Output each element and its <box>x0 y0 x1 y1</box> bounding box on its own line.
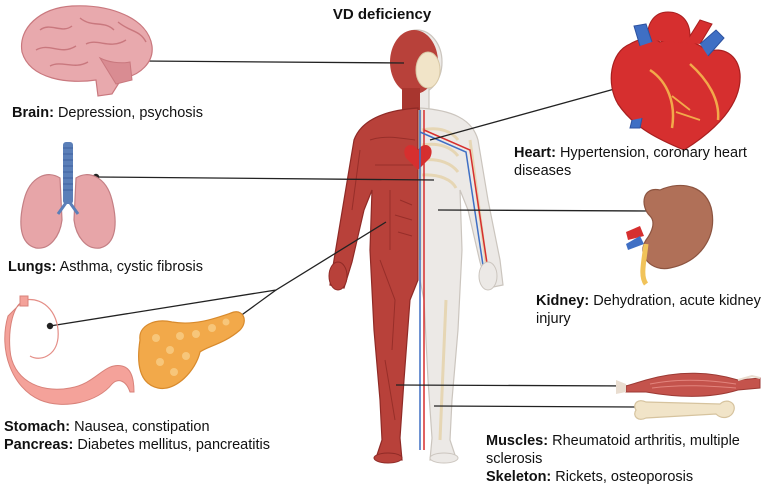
connector-heart <box>430 85 629 140</box>
connector-skeleton <box>434 406 638 407</box>
organ-name-pancreas: Pancreas: <box>4 437 73 453</box>
organ-name-brain: Brain: <box>12 105 54 121</box>
stomach-icon <box>5 296 134 404</box>
label-skeleton: Skeleton: Rickets, osteoporosis <box>486 468 764 486</box>
conditions-muscles-line-2: sclerosis <box>486 451 542 467</box>
label-kidney: Kidney: Dehydration, acute kidney injury <box>536 292 764 328</box>
organ-name-kidney: Kidney: <box>536 293 589 309</box>
conditions-heart-line-2: diseases <box>514 163 571 179</box>
heart-icon <box>611 12 740 150</box>
conditions-brain: Depression, psychosis <box>58 105 203 121</box>
organ-name-lungs: Lungs: <box>8 259 56 275</box>
conditions-heart: Hypertension, coronary heart <box>560 145 747 161</box>
conditions-pancreas: Diabetes mellitus, pancreatitis <box>77 437 270 453</box>
conditions-skeleton: Rickets, osteoporosis <box>555 469 693 485</box>
connector-brain <box>142 61 404 63</box>
organ-name-skeleton: Skeleton: <box>486 469 551 485</box>
kidney-icon <box>626 185 713 284</box>
conditions-stomach: Nausea, constipation <box>74 419 209 435</box>
label-lungs: Lungs: Asthma, cystic fibrosis <box>8 258 203 276</box>
conditions-muscles: Rheumatoid arthritis, multiple <box>552 433 740 449</box>
muscle-icon <box>616 373 760 396</box>
human-body-illustration <box>329 30 503 463</box>
label-pancreas: Pancreas: Diabetes mellitus, pancreatiti… <box>4 436 270 454</box>
organ-name-muscles: Muscles: <box>486 433 548 449</box>
label-brain: Brain: Depression, psychosis <box>12 104 203 122</box>
label-heart: Heart: Hypertension, coronary heart dise… <box>514 144 764 180</box>
label-stomach: Stomach: Nausea, constipation <box>4 418 210 436</box>
pancreas-icon <box>139 312 245 389</box>
conditions-kidney: Dehydration, acute kidney <box>593 293 761 309</box>
conditions-kidney-line-2: injury <box>536 311 571 327</box>
conditions-lungs: Asthma, cystic fibrosis <box>60 259 203 275</box>
label-muscles: Muscles: Rheumatoid arthritis, multiple … <box>486 432 764 468</box>
bone-icon <box>635 401 735 420</box>
organ-name-heart: Heart: <box>514 145 556 161</box>
organ-name-stomach: Stomach: <box>4 419 70 435</box>
brain-icon <box>22 6 153 96</box>
lungs-icon <box>21 142 115 248</box>
